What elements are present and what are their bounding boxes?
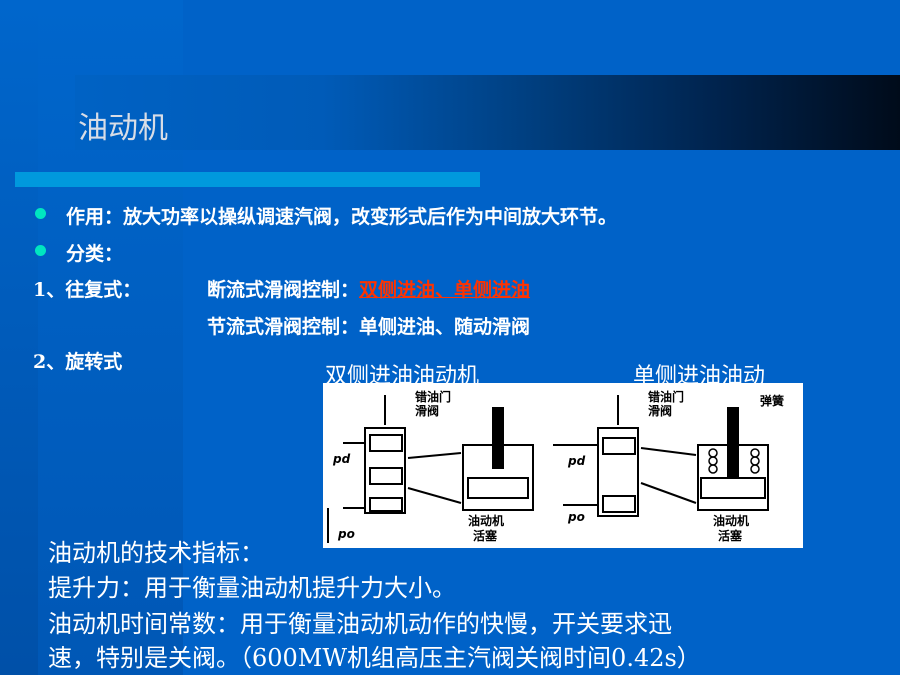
item1-label: 1、往复式： bbox=[33, 279, 142, 301]
item1-line1: 断流式滑阀控制：双侧进油、单侧进油 bbox=[207, 275, 530, 302]
label-pd: pd bbox=[567, 454, 586, 468]
label-pd: pd bbox=[332, 452, 351, 466]
label-valve2: 滑阀 bbox=[415, 403, 439, 418]
item1-line2: 节流式滑阀控制：单侧进油、随动滑阀 bbox=[207, 316, 531, 338]
label-valve2: 滑阀 bbox=[648, 403, 672, 418]
slide-title: 油动机 bbox=[78, 111, 168, 146]
bullet-icon bbox=[35, 208, 46, 219]
label-valve: 错油门 bbox=[415, 389, 451, 404]
item2-label: 2、旋转式 bbox=[33, 351, 123, 373]
bullet-icon bbox=[35, 245, 46, 256]
label-piston: 油动机 bbox=[713, 513, 749, 528]
label-po: po bbox=[567, 510, 585, 524]
title-band bbox=[75, 75, 900, 150]
line1-prefix: 断流式滑阀控制： bbox=[207, 279, 360, 301]
background-column bbox=[0, 0, 38, 675]
bullet-text: 分类： bbox=[66, 243, 124, 265]
specs-line: 速，特别是关阀。（600MW机组高压主汽阀关阀时间0.42s） bbox=[48, 644, 701, 672]
specs-heading: 油动机的技术指标： bbox=[48, 539, 264, 567]
specs-line: 提升力：用于衡量油动机提升力大小。 bbox=[48, 574, 456, 602]
label-po: po bbox=[337, 527, 355, 541]
specs-line: 油动机时间常数：用于衡量油动机动作的快慢，开关要求迅 bbox=[48, 610, 672, 638]
label-spring: 弹簧 bbox=[760, 393, 784, 408]
label-piston2: 活塞 bbox=[473, 528, 498, 543]
bullet-text: 作用：放大功率以操纵调速汽阀，改变形式后作为中间放大环节。 bbox=[66, 206, 618, 228]
label-piston2: 活塞 bbox=[718, 528, 743, 543]
label-piston: 油动机 bbox=[468, 513, 504, 528]
label-valve: 错油门 bbox=[648, 389, 684, 404]
line1-highlight: 双侧进油、单侧进油 bbox=[359, 279, 531, 301]
accent-bar bbox=[15, 172, 480, 187]
